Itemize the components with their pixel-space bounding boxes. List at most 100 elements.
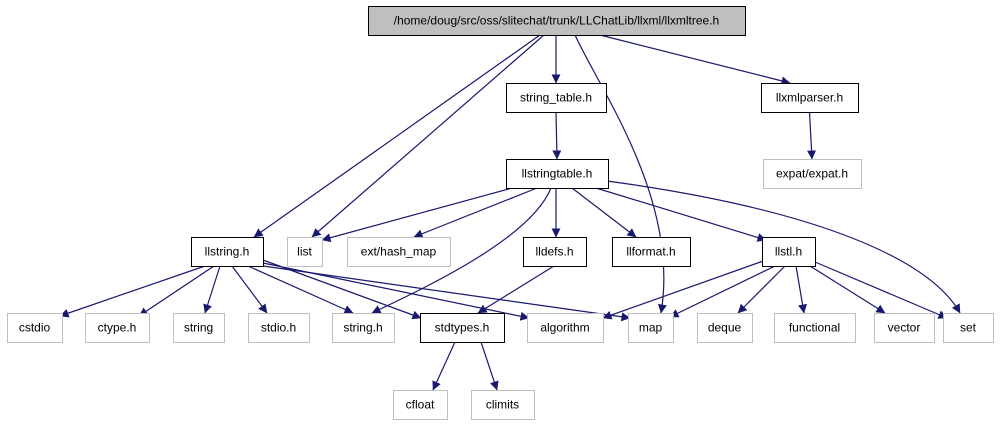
- node-label-llstring: llstring.h: [205, 245, 250, 259]
- node-box-ctype: [85, 313, 150, 343]
- edge-llxmltree-to-map: [574, 34, 667, 314]
- node-climits: climits: [471, 390, 535, 420]
- node-label-hash_map: ext/hash_map: [361, 245, 437, 259]
- node-label-algorithm: algorithm: [540, 321, 589, 335]
- node-functional: functional: [774, 313, 856, 343]
- edge-llstl-to-vector: [809, 265, 886, 314]
- node-label-cfloat: cfloat: [406, 398, 435, 412]
- edge-llstring-to-string: [203, 265, 221, 314]
- edge-llxmltree-to-llstring: [253, 34, 541, 238]
- node-llxmltree: /home/doug/src/oss/slitechat/trunk/LLCha…: [368, 6, 746, 36]
- node-label-llstringtable: llstringtable.h: [522, 167, 593, 181]
- node-llstringtable[interactable]: llstringtable.h: [506, 159, 609, 189]
- node-expat: expat/expat.h: [763, 159, 862, 189]
- edge-llstring-to-stdio: [231, 265, 268, 314]
- edge-llxmlparser-to-expat: [807, 111, 817, 160]
- node-label-deque: deque: [708, 321, 742, 335]
- node-cstdio: cstdio: [7, 313, 63, 343]
- edge-llstringtable-to-llstl: [595, 187, 767, 242]
- node-label-llformat: llformat.h: [626, 245, 675, 259]
- edge-llstl-to-algorithm: [602, 259, 767, 320]
- node-box-hash_map: [347, 237, 451, 267]
- node-llxmlparser[interactable]: llxmlparser.h: [761, 83, 859, 113]
- node-label-functional: functional: [789, 321, 840, 335]
- edge-string_table-to-llstringtable: [552, 111, 562, 160]
- node-box-cfloat: [393, 390, 448, 420]
- node-llformat[interactable]: llformat.h: [612, 237, 691, 267]
- node-hash_map: ext/hash_map: [347, 237, 451, 267]
- node-deque: deque: [697, 313, 753, 343]
- node-label-map: map: [639, 321, 663, 335]
- node-stdtypes[interactable]: stdtypes.h: [420, 313, 505, 343]
- node-set: set: [943, 313, 994, 343]
- node-map: map: [628, 313, 674, 343]
- node-label-ctype: ctype.h: [98, 321, 137, 335]
- node-llstl[interactable]: llstl.h: [762, 237, 816, 267]
- node-box-stdtypes: [420, 313, 505, 343]
- node-label-string: string: [184, 321, 213, 335]
- node-string: string: [173, 313, 225, 343]
- node-string_table[interactable]: string_table.h: [506, 83, 607, 113]
- node-stdio: stdio.h: [248, 313, 310, 343]
- edge-llstring-to-stdtypes: [262, 259, 422, 320]
- edge-llstring-to-string_h: [247, 265, 354, 314]
- edges-layer: [59, 34, 961, 391]
- edge-lldefs-to-stdtypes: [477, 265, 555, 314]
- node-box-string_table: [506, 83, 607, 113]
- node-vector: vector: [874, 313, 935, 343]
- node-string_h: string.h: [332, 313, 395, 343]
- node-label-stdtypes: stdtypes.h: [435, 321, 490, 335]
- edge-llstl-to-map: [669, 265, 776, 318]
- node-box-list: [287, 237, 323, 267]
- node-cfloat: cfloat: [393, 390, 448, 420]
- node-box-llxmlparser: [761, 83, 859, 113]
- node-label-stdio: stdio.h: [261, 321, 296, 335]
- node-box-deque: [697, 313, 753, 343]
- node-box-map: [628, 313, 674, 343]
- node-box-cstdio: [7, 313, 63, 343]
- edge-llxmltree-to-llxmlparser: [599, 34, 791, 86]
- node-box-llstl: [762, 237, 816, 267]
- node-list: list: [287, 237, 323, 267]
- node-label-string_table: string_table.h: [520, 91, 592, 105]
- edge-llstringtable-to-llformat: [571, 187, 637, 238]
- edge-llstringtable-to-list: [321, 187, 513, 243]
- node-label-llxmltree: /home/doug/src/oss/slitechat/trunk/LLCha…: [394, 14, 719, 28]
- node-label-climits: climits: [486, 398, 519, 412]
- node-box-set: [943, 313, 994, 343]
- edge-llstl-to-deque: [737, 265, 786, 314]
- node-box-llstringtable: [506, 159, 609, 189]
- node-box-stdio: [248, 313, 310, 343]
- edge-llstl-to-set: [814, 261, 948, 319]
- edge-llxmltree-to-list: [311, 34, 545, 238]
- node-label-llstl: llstl.h: [775, 245, 802, 259]
- node-label-lldefs: lldefs.h: [535, 245, 573, 259]
- node-box-climits: [471, 390, 535, 420]
- node-label-string_h: string.h: [343, 321, 382, 335]
- node-box-string: [173, 313, 225, 343]
- node-box-functional: [774, 313, 856, 343]
- nodes-layer: /home/doug/src/oss/slitechat/trunk/LLCha…: [7, 6, 994, 420]
- node-box-llxmltree: [368, 6, 746, 36]
- node-label-vector: vector: [888, 321, 921, 335]
- node-box-llstring: [191, 237, 264, 267]
- edge-llstringtable-to-set: [606, 180, 961, 314]
- node-ctype: ctype.h: [85, 313, 150, 343]
- edge-llstringtable-to-hash_map: [413, 187, 538, 239]
- node-box-expat: [763, 159, 862, 189]
- edge-llstl-to-functional: [795, 265, 808, 314]
- edge-llstring-to-cstdio: [59, 265, 206, 318]
- edge-llstring-to-map: [262, 265, 631, 322]
- edge-stdtypes-to-climits: [480, 341, 499, 391]
- node-llstring[interactable]: llstring.h: [191, 237, 264, 267]
- node-label-list: list: [297, 245, 312, 259]
- node-box-llformat: [612, 237, 691, 267]
- node-lldefs[interactable]: lldefs.h: [523, 237, 587, 267]
- node-box-string_h: [332, 313, 395, 343]
- node-label-set: set: [960, 321, 977, 335]
- node-label-cstdio: cstdio: [19, 321, 51, 335]
- node-box-algorithm: [527, 313, 604, 343]
- node-algorithm: algorithm: [527, 313, 604, 343]
- node-label-llxmlparser: llxmlparser.h: [776, 91, 843, 105]
